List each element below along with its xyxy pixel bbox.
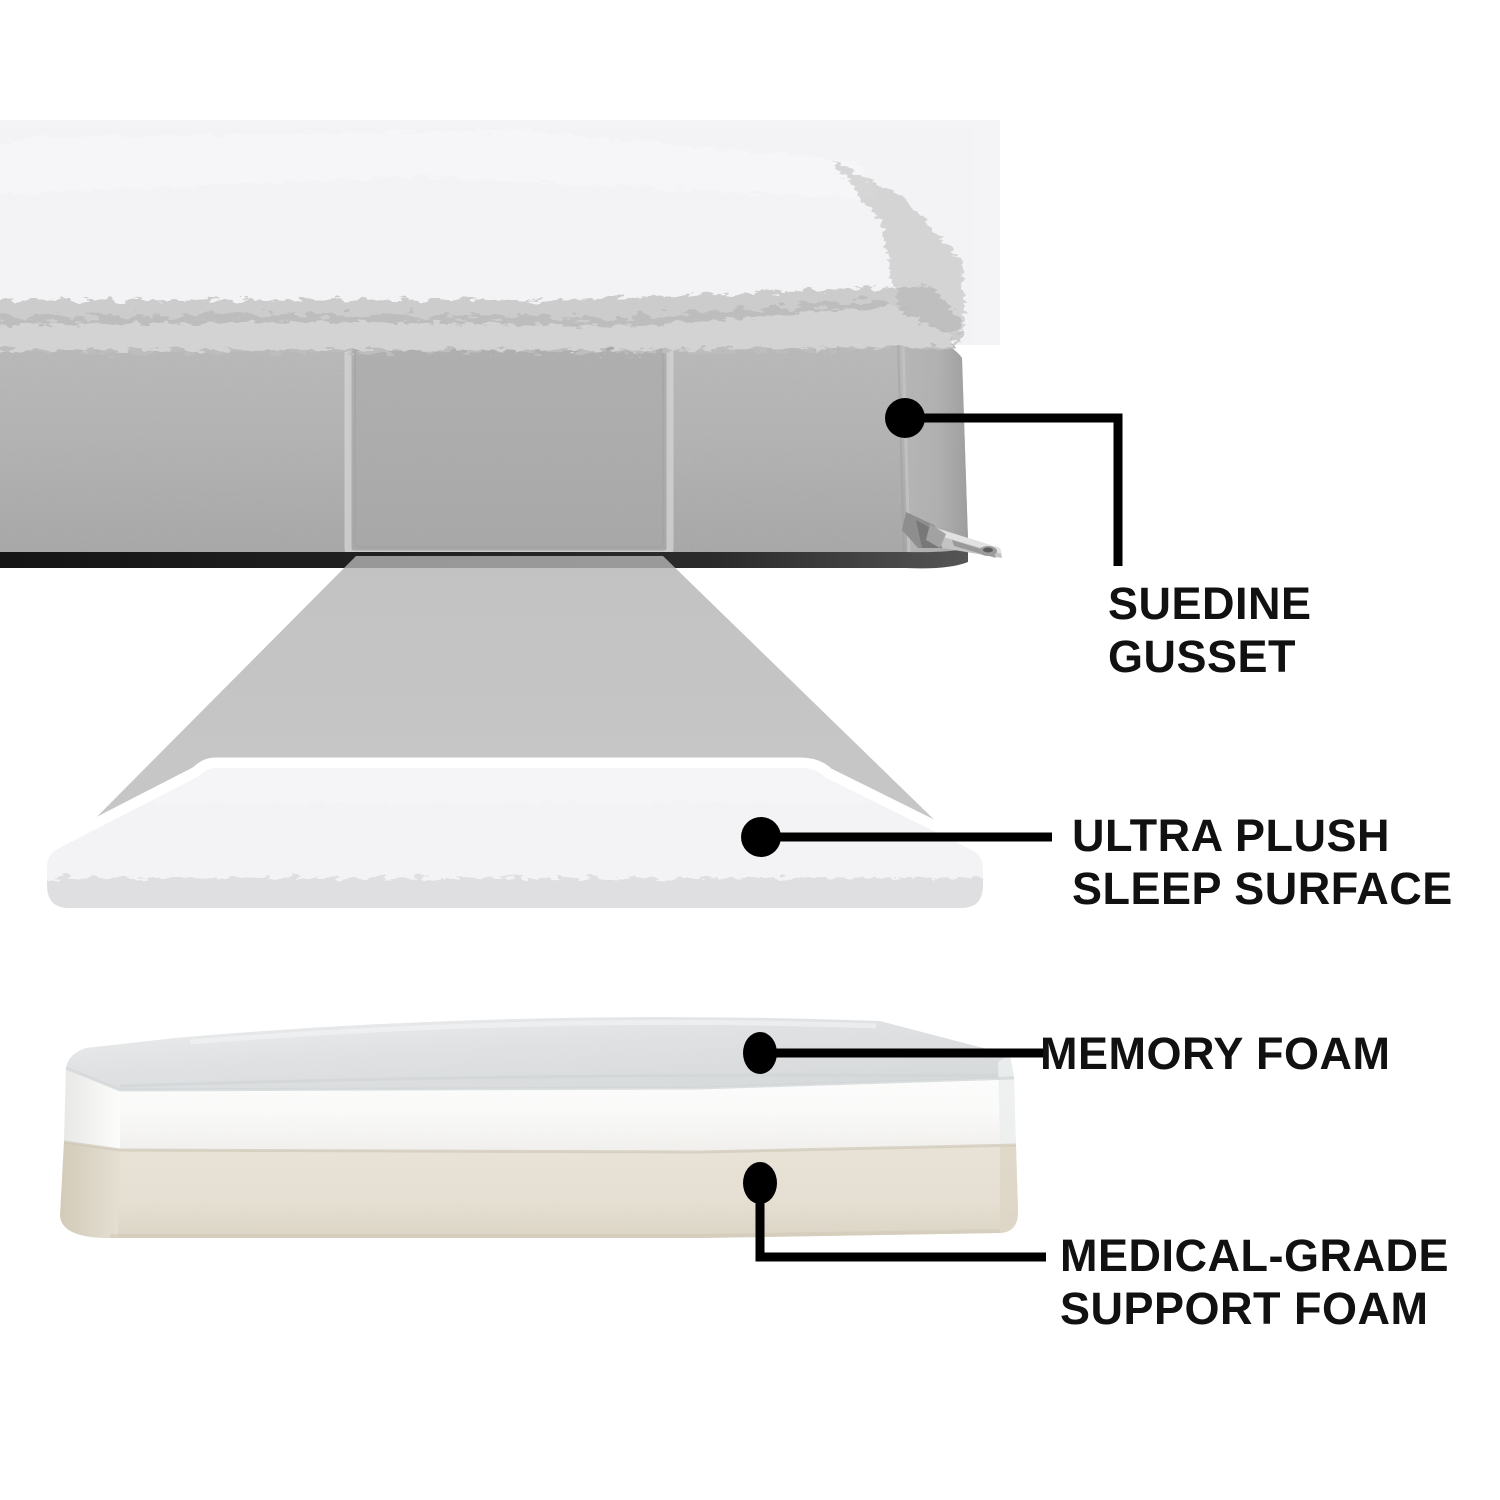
memory-foam-slab xyxy=(64,1017,1016,1152)
foam-block xyxy=(60,1017,1018,1238)
suedine-gusset-layer xyxy=(0,336,968,569)
plush-top-cover xyxy=(0,130,968,352)
leader-line-support-foam xyxy=(743,1162,1046,1262)
support-foam-slab xyxy=(60,1140,1018,1238)
leader-line-ultra-plush xyxy=(741,817,1052,857)
callout-label-memory-foam: MEMORY FOAM xyxy=(1040,1028,1391,1079)
assembled-bed xyxy=(0,130,1002,569)
leader-line-suedine-gusset xyxy=(885,398,1123,566)
gusset-panel-overlay xyxy=(344,338,674,558)
zipper-icon xyxy=(902,512,1002,558)
callout-leader-lines xyxy=(741,398,1123,1262)
leader-line-memory-foam xyxy=(743,1032,1046,1074)
callout-label-ultra-plush-sleep-surface: ULTRA PLUSH SLEEP SURFACE xyxy=(1072,810,1453,914)
callout-label-suedine-gusset: SUEDINE GUSSET xyxy=(1108,578,1312,682)
callout-label-medical-grade-support-foam: MEDICAL-GRADE SUPPORT FOAM xyxy=(1060,1230,1449,1334)
